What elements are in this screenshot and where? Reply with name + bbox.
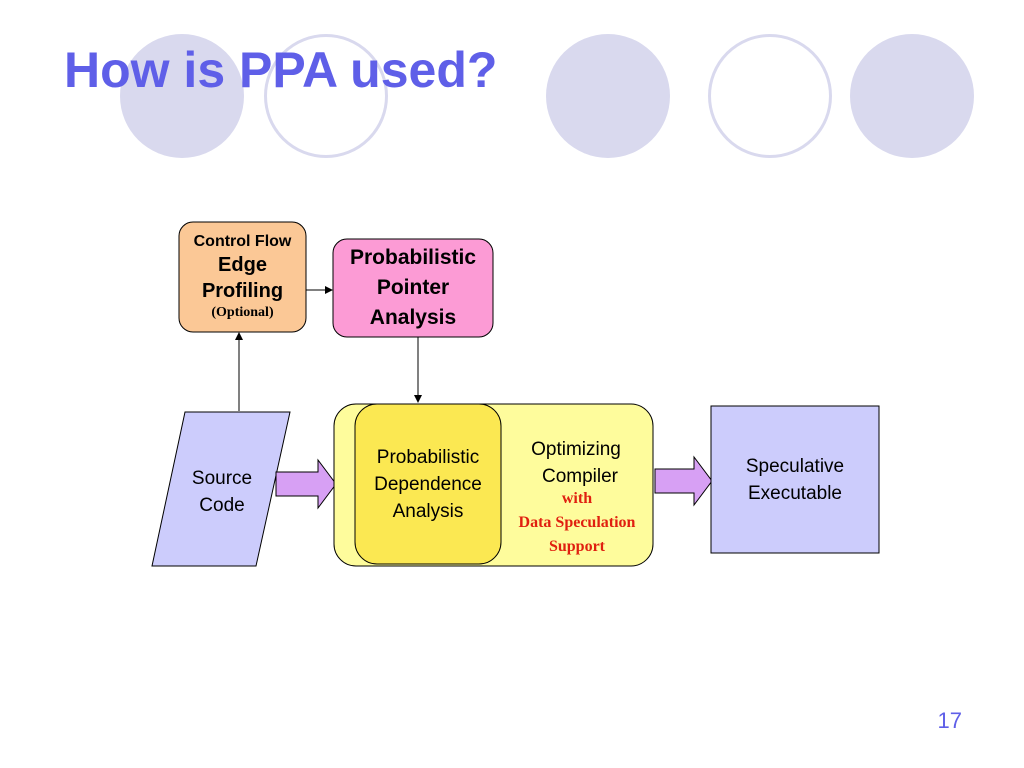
- dependence-line3: Analysis: [392, 500, 464, 522]
- control-flow-line2: Edge: [218, 254, 267, 276]
- executable-line2: Executable: [747, 482, 842, 504]
- source-to-compiler-arrow: [275, 458, 337, 510]
- source-code-line2: Code: [199, 495, 245, 516]
- decorative-circle: [546, 34, 670, 158]
- control-flow-line1: Control Flow: [193, 233, 292, 250]
- compiler-speculation: Data Speculation: [518, 514, 636, 531]
- control-flow-note: (Optional): [211, 305, 274, 320]
- dependence-label: Probabilistic Dependence Analysis: [355, 404, 501, 564]
- decorative-ring: [264, 34, 388, 158]
- dependence-box: [354, 403, 502, 565]
- compiler-line2: Compiler: [541, 466, 619, 487]
- decorative-ring: [708, 34, 832, 158]
- control-flow-label: Control Flow Edge Profiling (Optional): [179, 222, 306, 332]
- ppa-label: Probabilistic Pointer Analysis: [333, 239, 493, 337]
- compiler-with: with: [561, 490, 593, 507]
- control-flow-line3: Profiling: [201, 280, 284, 302]
- compiler-speculation-label: with Data Speculation Support: [501, 486, 653, 560]
- ppa-line1: Probabilistic: [349, 246, 477, 269]
- decorative-circle: [850, 34, 974, 158]
- compiler-support: Support: [548, 538, 606, 555]
- executable-box: [710, 405, 880, 554]
- compiler-line1: Optimizing: [531, 439, 621, 460]
- source-code-line1: Source: [191, 468, 253, 489]
- dependence-line2: Dependence: [374, 473, 482, 495]
- executable-label: Speculative Executable: [711, 406, 879, 553]
- executable-line1: Speculative: [745, 455, 845, 477]
- source-code-shape: [151, 411, 291, 567]
- slide-title: How is PPA used?: [64, 42, 498, 98]
- ppa-box: [332, 238, 494, 338]
- compiler-label: Optimizing Compiler: [501, 434, 651, 492]
- decorative-circle: [120, 34, 244, 158]
- ppa-line2: Pointer: [376, 276, 450, 299]
- source-code-label: Source Code: [172, 452, 272, 532]
- dependence-line1: Probabilistic: [376, 446, 480, 468]
- compiler-to-executable-arrow: [654, 455, 713, 507]
- ppa-line3: Analysis: [369, 306, 457, 329]
- page-number: 17: [937, 708, 962, 733]
